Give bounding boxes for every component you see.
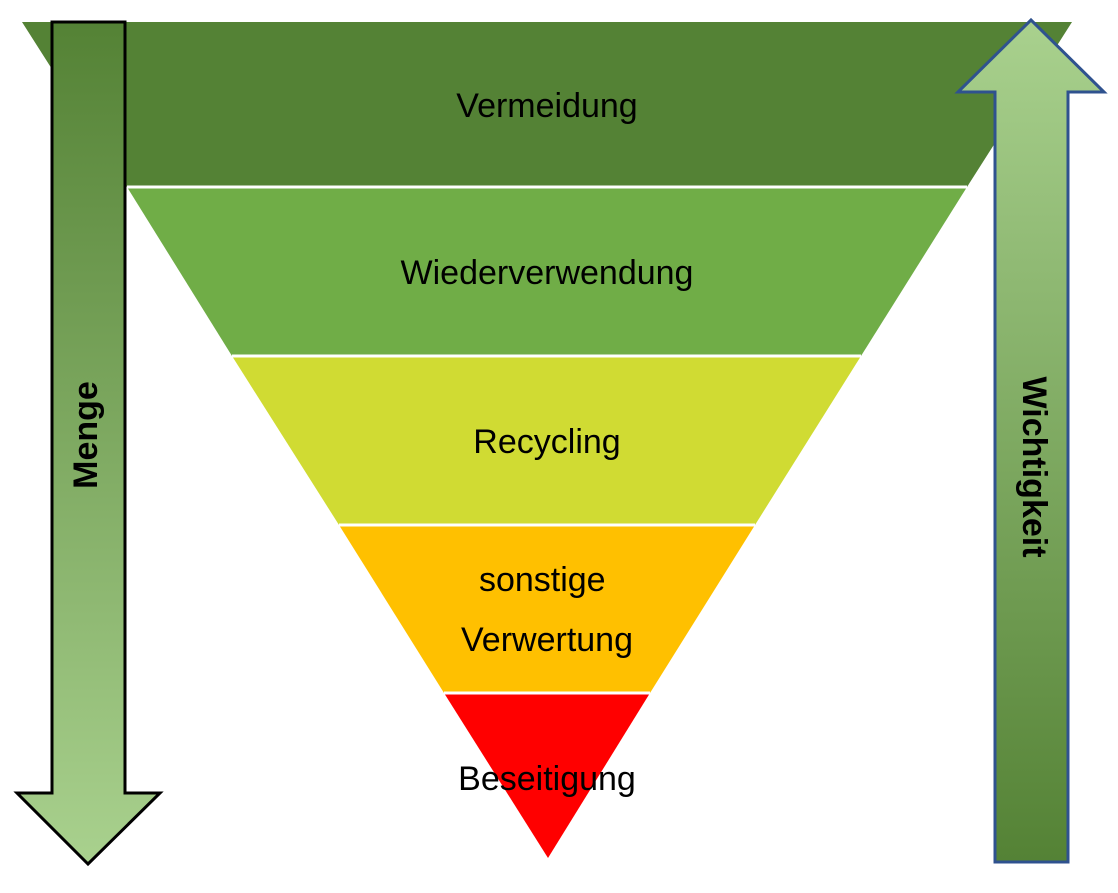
right-arrow: Wichtigkeit [954,17,1108,864]
wichtigkeit-label: Wichtigkeit [1015,376,1053,557]
arrow-down-icon [13,20,164,867]
tier-recycling-band [232,356,861,525]
tier-label-wiederverwendung: Wiederverwendung [401,254,694,292]
tier-sonstige-verwertung-band [339,525,755,693]
menge-label: Menge [67,381,105,489]
tier-label-recycling: Recycling [473,423,620,461]
pyramid-tiers [22,22,1072,858]
tier-wiederverwendung-band [127,187,967,356]
tier-label-sonstige-verwertung: sonstige Verwertung [461,561,633,659]
tier-vermeidung-band [22,22,1072,187]
tier-label-vermeidung: Vermeidung [456,87,637,125]
arrow-up-icon [954,17,1108,864]
tier-beseitigung-band [444,693,650,858]
tier-separators [127,185,967,695]
tier-label-beseitigung: Beseitigung [458,760,636,798]
tier-labels: Vermeidung Wiederverwendung Recycling so… [401,87,694,798]
left-arrow: Menge [13,20,164,867]
